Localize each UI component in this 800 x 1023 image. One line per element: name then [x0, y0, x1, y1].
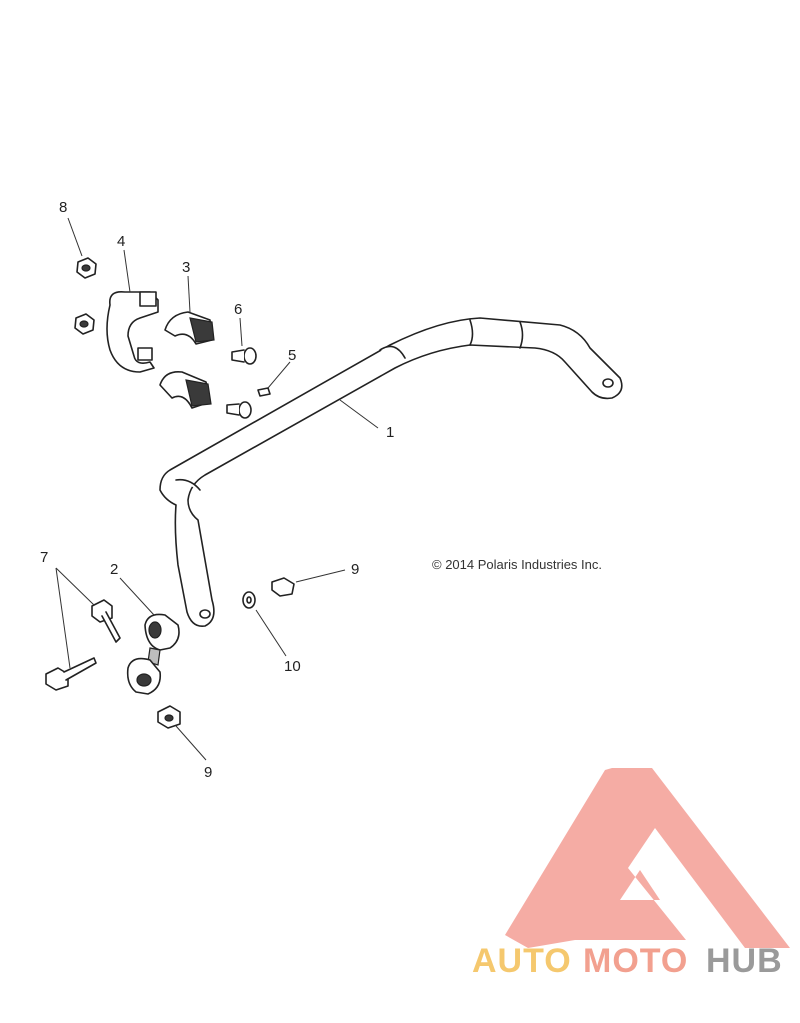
copyright-notice: © 2014 Polaris Industries Inc. [432, 557, 602, 572]
callout-labels: 1 2 3 4 5 6 7 8 9 9 10 [40, 199, 394, 781]
callout-10: 10 [284, 658, 301, 675]
callout-4: 4 [117, 233, 125, 250]
bushing-upper [164, 311, 215, 345]
nut-lower [74, 313, 95, 335]
callout-1: 1 [386, 424, 394, 441]
washer [242, 591, 256, 609]
watermark-logo: AUTO MOTO HUB [472, 768, 790, 980]
callout-9-right: 9 [351, 561, 359, 578]
watermark-text-auto: AUTO [472, 942, 572, 980]
small-screw [257, 387, 271, 397]
callout-8: 8 [59, 199, 67, 216]
callout-7: 7 [40, 549, 48, 566]
callout-6: 6 [234, 301, 242, 318]
long-bolt-upper [91, 599, 121, 643]
nut-bottom [157, 705, 181, 729]
callout-2: 2 [110, 561, 118, 578]
long-bolt-lower [45, 657, 97, 691]
nut-upper [76, 257, 97, 279]
stabilizer-bar [159, 317, 623, 628]
callout-5: 5 [288, 347, 296, 364]
end-link [126, 613, 180, 695]
bushing-lower [159, 370, 212, 409]
callout-3: 3 [182, 259, 190, 276]
callout-9-bottom: 9 [204, 764, 212, 781]
watermark-triangle-icon [505, 768, 790, 948]
watermark-text-moto: MOTO [583, 942, 688, 980]
nut-right [271, 577, 295, 597]
clamp-bracket [106, 290, 159, 373]
leader-lines [55, 217, 379, 761]
watermark-text-hub: HUB [706, 942, 783, 980]
bolt-upper [231, 347, 257, 365]
bolt-lower [226, 401, 252, 419]
